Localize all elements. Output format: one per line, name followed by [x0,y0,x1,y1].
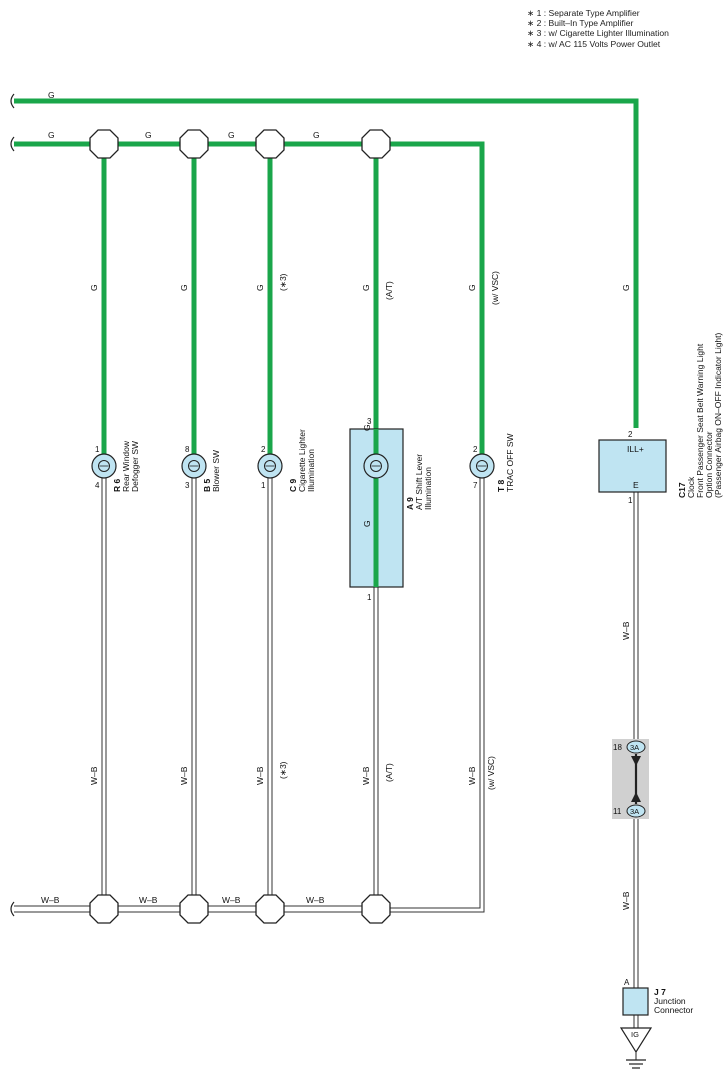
label-c17: C17 Clock Front Passenger Seat Belt Warn… [677,332,723,498]
junction-3a-code-bottom: 3A [630,807,639,816]
notes-legend: ∗ 1 : Separate Type Amplifier ∗ 2 : Buil… [527,8,669,49]
splice-junctions-top [89,129,391,159]
t8-pin-bottom: 7 [473,481,478,490]
b5-id: B 5 [202,479,212,493]
c9-name-1: Cigarette Lighter [297,429,307,492]
wire-label-g-top: G [48,90,55,100]
wire-label-wb-bus-3: W–B [222,895,241,905]
arrow-up-icon [631,792,641,802]
r6-name-2: Defogger SW [130,441,140,492]
label-c9: C 9 Cigarette Lighter Illumination [288,429,316,492]
r6-name-1: Rear Window [121,440,131,492]
arrow-down-icon [631,756,641,766]
branch-c9-g-label: G [255,284,265,291]
b5-pin-top: 8 [185,445,190,454]
c17-terminal-e: E [633,480,639,490]
top-g-wire [10,93,639,428]
legend-note-3: ∗ 3 : w/ Cigarette Lighter Illumination [527,28,669,39]
legend-note-4: ∗ 4 : w/ AC 115 Volts Power Outlet [527,38,661,49]
branch-c9-g-note: (∗3) [278,273,288,291]
t8-name-1: TRAC OFF SW [505,433,515,492]
clock-wb-label-1: W–B [621,621,631,640]
label-r6: R 6 Rear Window Defogger SW [112,440,140,492]
wire-label-wb-bus-2: W–B [139,895,158,905]
branch-a9-g-note: (A/T) [384,281,394,300]
branch-t8-wb-note: (w/ VSC) [486,756,496,790]
a9-pin-top: 3 [367,417,372,426]
branch-a9-wb-note: (A/T) [384,763,394,782]
c9-id: C 9 [288,479,298,493]
legend-note-1: ∗ 1 : Separate Type Amplifier [527,8,640,18]
j7-name-1: Junction [654,996,686,1006]
ground-ig [619,1027,653,1069]
legend-note-2: ∗ 2 : Built–In Type Amplifier [527,18,634,29]
branch-t8-g-note: (w/ VSC) [490,271,500,305]
c17-name-1: Clock [686,476,696,498]
a9-pin-bottom: 1 [367,593,372,602]
r6-pin-bottom: 4 [95,481,100,490]
ground-label: IG [631,1030,639,1039]
branch-t8-wb-label: W–B [467,766,477,785]
c17-name-2: Front Passenger Seat Belt Warning Light [695,343,705,498]
a9-name-1: A/T Shift Lever [414,454,424,510]
branch-c9-wb-label: W–B [255,766,265,785]
label-t8: T 8 TRAC OFF SW [496,433,515,492]
clock-g-label: G [621,284,631,291]
j7-id: J 7 [654,987,666,997]
branch-a9-g-label: G [361,284,371,291]
wire-label-g-bus-1: G [48,130,55,140]
branch-a9-wb-label: W–B [361,766,371,785]
junction-3a-pin-bottom: 11 [613,807,622,816]
wire-label-g-bus-2: G [145,130,152,140]
branch-r6-g-label: G [89,284,99,291]
wire-label-wb-bus-1: W–B [41,895,60,905]
component-b5 [181,453,207,479]
g-bus [10,136,485,558]
clock-wb-label-2: W–B [621,891,631,910]
a9-inner-g-top: G [362,424,372,431]
splice-junctions-bottom [89,894,391,924]
branch-b5-g-label: G [179,284,189,291]
component-c9 [257,453,283,479]
component-r6 [91,453,117,479]
b5-pin-bottom: 3 [185,481,190,490]
branch-t8-g-label: G [467,284,477,291]
branch-r6-wb-label: W–B [89,766,99,785]
c17-name-4: (Passenger Airbag ON–OFF Indicator Light… [713,332,723,498]
wire-label-g-bus-4: G [313,130,320,140]
c17-id: C17 [677,482,687,498]
junction-3a-code-top: 3A [630,743,639,752]
r6-pin-top: 1 [95,445,100,454]
a9-inner-g-bottom: G [362,520,372,527]
component-c17-clock [598,439,667,493]
a9-name-2: Illumination [423,467,433,510]
c17-terminal-ill: ILL+ [627,444,644,454]
a9-id: A 9 [405,497,415,510]
r6-id: R 6 [112,479,122,493]
c17-name-3: Option Connector [704,431,714,498]
label-b5: B 5 Blower SW [202,450,221,492]
b5-name-1: Blower SW [211,450,221,492]
branch-c9-wb-note: (∗3) [278,761,288,779]
wire-label-wb-bus-4: W–B [306,895,325,905]
c9-pin-top: 2 [261,445,266,454]
t8-pin-top: 2 [473,445,478,454]
j7-name-2: Connector [654,1005,693,1015]
label-a9: A 9 A/T Shift Lever Illumination [405,454,433,510]
c9-name-2: Illumination [306,449,316,492]
c17-pin-bottom: 1 [628,496,633,505]
wire-label-g-bus-3: G [228,130,235,140]
branch-b5-wb-label: W–B [179,766,189,785]
component-t8 [469,453,495,479]
component-j7 [622,987,649,1016]
junction-3a [612,739,649,819]
junction-3a-pin-top: 18 [613,743,622,752]
j7-pin: A [624,978,630,987]
component-a9 [349,428,404,588]
c17-pin-top: 2 [628,430,633,439]
wb-ground-wires [10,475,639,1028]
t8-id: T 8 [496,479,506,492]
c9-pin-bottom: 1 [261,481,266,490]
